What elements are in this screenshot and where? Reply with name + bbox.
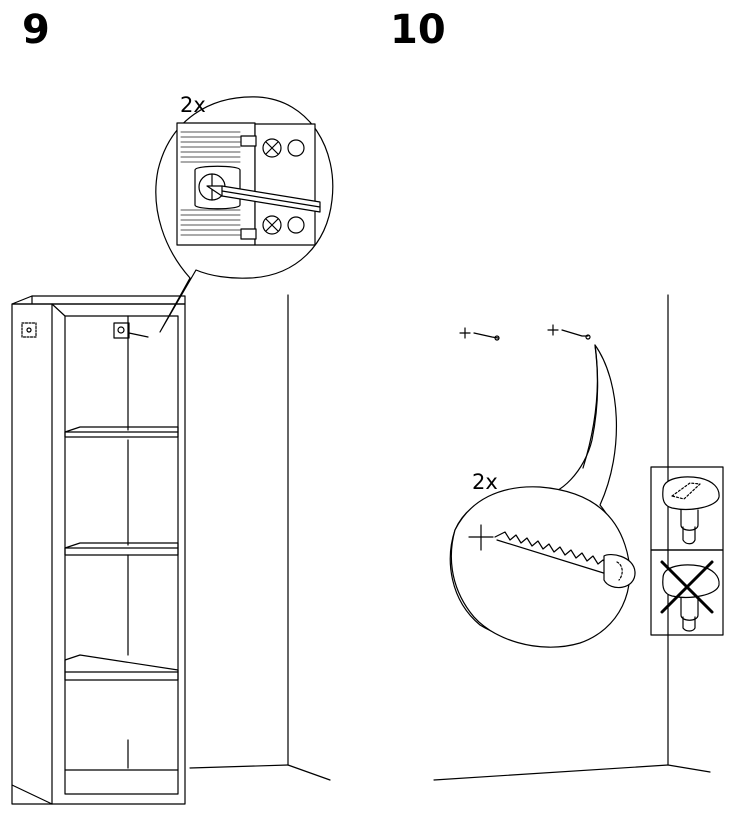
detail-zoom-callout (449, 344, 631, 648)
wall-illustration (189, 294, 331, 781)
correct-screw-head-icon (650, 466, 724, 551)
screw-icon (459, 324, 591, 341)
step-10-number: 10 (390, 7, 446, 53)
step-10-quantity-label: 2x (472, 470, 498, 494)
bookcase-illustration (11, 295, 186, 805)
hinge-bracket-icon (176, 122, 316, 246)
incorrect-screw-head-icon (650, 549, 724, 636)
wall-illustration (433, 294, 711, 781)
pencil-icon (206, 185, 321, 213)
step-9-number: 9 (22, 7, 50, 53)
step-9-quantity-label: 2x (180, 93, 206, 117)
screw-icon (468, 524, 636, 589)
